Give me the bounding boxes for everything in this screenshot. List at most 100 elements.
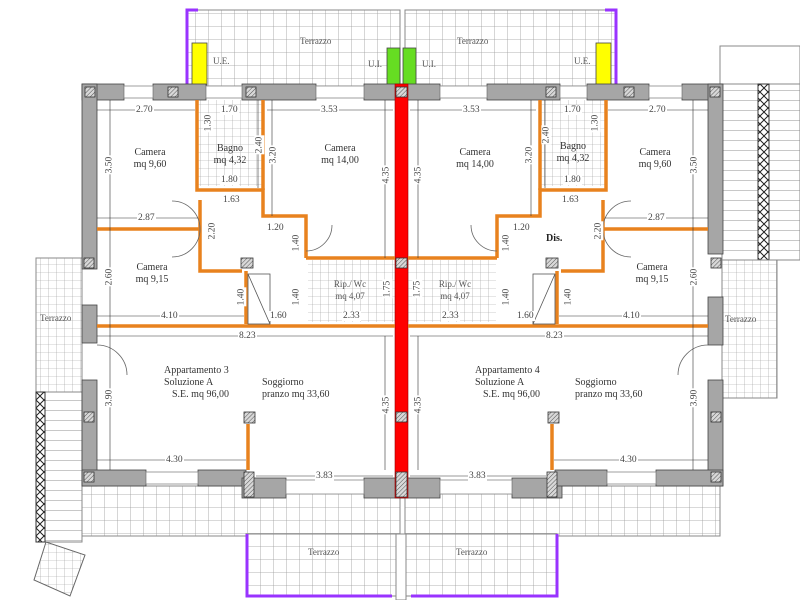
room-area: pranzo mq 33,60 <box>575 389 643 400</box>
ue-unit-right <box>595 42 612 86</box>
dim-label: 1.40 <box>501 233 512 253</box>
room-name: Camera <box>134 147 166 158</box>
ui-unit-right <box>402 47 417 87</box>
dim-label: 1.40 <box>291 287 302 307</box>
dim-label: 3.50 <box>104 155 115 175</box>
ui-unit-left <box>386 47 401 87</box>
room-camera-a3-mid: Camera mq 9,15 <box>122 262 182 286</box>
ue-label-right: U.E. <box>574 56 591 66</box>
apartment-area: S.E. mq 96,00 <box>483 389 540 400</box>
dim-label: 1.30 <box>590 113 601 133</box>
dim-label: 2.70 <box>135 105 154 115</box>
ue-unit-left <box>191 42 208 86</box>
room-name: Soggiorno <box>262 377 304 388</box>
terrace-label-bottom-left: Terrazzo <box>308 547 340 557</box>
dim-label: 1.60 <box>516 311 535 321</box>
dim-label: 4.35 <box>413 395 424 415</box>
apartment-solution: Soluzione A <box>475 377 525 388</box>
room-area: mq 14,00 <box>321 155 359 166</box>
left-stair <box>33 257 86 597</box>
pillars <box>83 86 722 498</box>
room-name: Bagno <box>216 143 244 154</box>
room-name: Camera <box>324 143 356 154</box>
dim-label: 2.20 <box>207 221 218 241</box>
dim-label: 1.20 <box>512 223 531 233</box>
room-ripwc-a4: Rip./ Wc mq 4,07 <box>425 278 485 302</box>
dim-label: 1.70 <box>563 105 582 115</box>
dim-label: 2.40 <box>254 135 265 155</box>
dim-label: 1.70 <box>220 105 239 115</box>
room-name: Camera <box>459 147 491 158</box>
dim-label: 1.63 <box>561 195 580 205</box>
dim-label: 2.20 <box>593 221 604 241</box>
dim-label: 1.75 <box>382 279 393 299</box>
dim-label: 1.20 <box>266 223 285 233</box>
dim-label: 2.33 <box>342 311 361 321</box>
dim-label: 1.40 <box>291 233 302 253</box>
dim-label: 1.40 <box>563 287 574 307</box>
room-camera-a3-top-left: Camera mq 9,60 <box>120 147 180 171</box>
room-name: Rip./ Wc <box>333 279 367 289</box>
dim-label: 1.75 <box>412 279 423 299</box>
room-area: mq 4,32 <box>556 153 590 164</box>
apartment-area: S.E. mq 96,00 <box>172 389 229 400</box>
apartment-3-info: Appartamento 3 Soluzione A S.E. mq 96,00 <box>164 365 229 401</box>
dim-label: 1.80 <box>563 175 582 185</box>
dim-label: 3.20 <box>524 145 535 165</box>
dim-label: 8.23 <box>238 331 257 341</box>
apartment-title: Appartamento 4 <box>475 365 540 376</box>
room-name: Camera <box>636 262 668 273</box>
dim-label: 3.50 <box>689 155 700 175</box>
terrace-label-top-right: Terrazzo <box>457 36 489 46</box>
room-name: Bagno <box>559 141 587 152</box>
room-area: mq 4,07 <box>335 291 365 301</box>
room-area: mq 9,60 <box>638 159 672 170</box>
dim-label: 4.10 <box>622 311 641 321</box>
dim-label: 2.33 <box>441 311 460 321</box>
room-name: Camera <box>136 262 168 273</box>
dim-label: 4.30 <box>619 455 638 465</box>
room-area: pranzo mq 33,60 <box>262 389 330 400</box>
closets <box>247 273 556 325</box>
room-soggiorno-a3: Soggiorno pranzo mq 33,60 <box>262 377 330 401</box>
room-bagno-a3: Bagno mq 4,32 <box>204 143 256 167</box>
dim-label: 3.83 <box>315 471 334 481</box>
dim-label: 8.23 <box>545 331 564 341</box>
dim-label: 2.70 <box>648 105 667 115</box>
room-area: mq 4,32 <box>213 155 247 166</box>
dim-label: 1.40 <box>236 287 247 307</box>
party-wall <box>394 83 409 499</box>
terrace-top <box>185 8 618 87</box>
terrace-label-bottom-right: Terrazzo <box>456 547 488 557</box>
dim-label: 3.53 <box>320 105 339 115</box>
dim-label: 3.90 <box>689 388 700 408</box>
dim-label: 2.60 <box>104 267 115 287</box>
dim-label: 4.35 <box>413 165 424 185</box>
dim-label: 4.35 <box>381 165 392 185</box>
dim-label: 2.60 <box>689 267 700 287</box>
dim-label: 3.20 <box>268 145 279 165</box>
room-camera-a4-top-center: Camera mq 14,00 <box>440 147 510 171</box>
room-area: mq 9,60 <box>133 159 167 170</box>
dim-label: 1.40 <box>501 287 512 307</box>
dim-label: 1.30 <box>203 113 214 133</box>
dim-label: 2.87 <box>137 213 156 223</box>
dim-label: 4.30 <box>165 455 184 465</box>
room-camera-a3-top-center: Camera mq 14,00 <box>305 143 375 167</box>
room-camera-a4-top-right: Camera mq 9,60 <box>625 147 685 171</box>
room-camera-a4-mid: Camera mq 9,15 <box>622 262 682 286</box>
dim-label: 3.83 <box>468 471 487 481</box>
ui-label-right: U.I. <box>422 59 436 69</box>
room-area: mq 9,15 <box>135 274 169 285</box>
ui-label-left: U.I. <box>368 59 382 69</box>
terrace-label-left: Terrazzo <box>40 313 72 323</box>
room-bagno-a4: Bagno mq 4,32 <box>547 141 599 165</box>
dim-label: 2.40 <box>541 125 552 145</box>
room-area: mq 9,15 <box>635 274 669 285</box>
room-soggiorno-a4: Soggiorno pranzo mq 33,60 <box>575 377 643 401</box>
terrace-bottom <box>81 485 721 600</box>
room-name: Camera <box>639 147 671 158</box>
apartment-solution: Soluzione A <box>164 377 214 388</box>
dis-label-a4: Dis. <box>546 233 563 244</box>
